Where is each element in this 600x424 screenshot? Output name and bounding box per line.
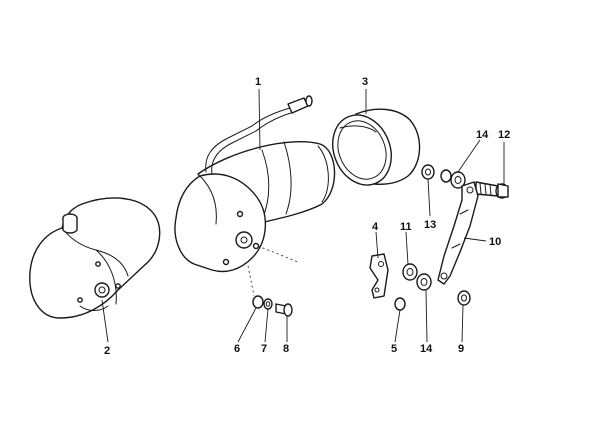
part-housing-cover <box>29 197 161 319</box>
callout-14-lower: 14 <box>420 343 433 355</box>
part-washers-lower <box>394 263 471 311</box>
leader-lines <box>101 88 505 343</box>
callout-8: 8 <box>283 343 289 355</box>
part-bolt-upper <box>421 164 509 199</box>
callout-5: 5 <box>391 343 397 355</box>
part-screw-set <box>247 265 293 317</box>
callout-7: 7 <box>261 343 267 355</box>
part-linkage-rod <box>437 181 479 285</box>
part-gauge-cover <box>332 108 421 186</box>
callout-6: 6 <box>234 343 240 355</box>
callout-10: 10 <box>489 236 501 248</box>
callout-3: 3 <box>362 76 368 88</box>
callout-labels: 1 3 2 4 11 13 14 12 10 5 14 9 6 7 8 <box>104 76 510 357</box>
part-bracket <box>369 253 389 299</box>
callout-11: 11 <box>400 221 412 233</box>
callout-14-upper: 14 <box>476 129 489 141</box>
part-motor-assembly <box>174 95 336 273</box>
callout-13: 13 <box>424 219 436 231</box>
callout-12: 12 <box>498 129 510 141</box>
callout-1: 1 <box>255 76 261 88</box>
callout-2: 2 <box>104 345 110 357</box>
callout-4: 4 <box>372 221 379 233</box>
callout-9: 9 <box>458 343 464 355</box>
